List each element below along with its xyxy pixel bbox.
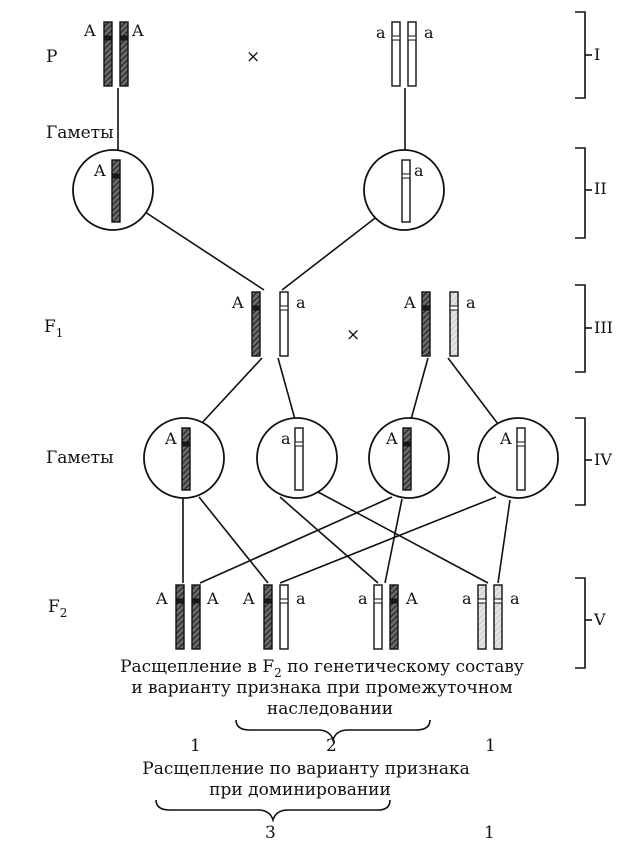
- chromosome-f2-aa3-rec-band: [373, 598, 383, 604]
- chromosome-f2-aa2-rec: [279, 584, 289, 650]
- allele-label-f1-right-dom: A: [403, 293, 416, 312]
- chromosome-f1-right-rec-band: [449, 305, 459, 311]
- stage-brackets: I II III IV V: [575, 11, 613, 669]
- caption-dominance-line2: при доминировании: [209, 780, 391, 800]
- chromosome-gamete-f1-3: [402, 427, 412, 491]
- cross-sign-f1: ×: [346, 325, 360, 345]
- chromosome-f2-aa3-dom-band: [389, 598, 399, 604]
- chromosome-gamete-f1-2: [294, 427, 304, 491]
- chromosome-f2-aa-1: [175, 584, 185, 650]
- chromosome-p-aa-dom-2-band: [119, 35, 129, 41]
- roman-2: II: [594, 179, 607, 198]
- chromosome-gamete-f1-4-band: [516, 441, 526, 447]
- roman-3: III: [594, 318, 613, 337]
- cross-sign-p: ×: [246, 47, 260, 67]
- chromosome-p-rec-2-band: [407, 35, 417, 41]
- label-f2: F2: [48, 597, 67, 620]
- chromosome-gamete-p-rec: [401, 159, 411, 223]
- chromosome-f2-rec-2-band: [493, 598, 503, 604]
- allele-label-p-rec-left: a: [376, 23, 386, 42]
- chromosome-f1-right-dom: [421, 291, 431, 357]
- chromosome-gamete-f1-3-band: [402, 441, 412, 447]
- chromosome-p-rec-2: [407, 21, 417, 87]
- chromosome-f1-left-dom: [251, 291, 261, 357]
- allele-label-f1-right-rec: a: [466, 293, 476, 312]
- allele-label-f2-aa-left: A: [155, 589, 168, 608]
- allele-label-gamete-p-dom: A: [93, 161, 106, 180]
- chromosome-p-rec-1-band: [391, 35, 401, 41]
- chromosome-f2-aa-2: [191, 584, 201, 650]
- ratio-dominance-1: 1: [484, 823, 495, 843]
- chromosome-f2-aa-2-band: [191, 598, 201, 604]
- allele-label-p-rec-right: a: [424, 23, 434, 42]
- chromosome-f2-aa2-rec-band: [279, 598, 289, 604]
- caption-intermediate-line1: Расщепление в F2 по генетическому состав…: [120, 657, 524, 680]
- allele-label-f2-aa-right: A: [206, 589, 219, 608]
- allele-label-gamete-f1-3: A: [385, 429, 398, 448]
- chromosome-f2-rec-2: [493, 584, 503, 650]
- chromosome-f2-aa3-rec: [373, 584, 383, 650]
- allele-label-f2-aa2-right: a: [296, 589, 306, 608]
- chromosome-p-aa-dom-1-band: [103, 35, 113, 41]
- gamete-circles: [72, 149, 559, 499]
- chromosome-gamete-f1-1: [181, 427, 191, 491]
- roman-4: IV: [594, 450, 612, 469]
- chromosome-gamete-f1-1-band: [181, 441, 191, 447]
- allele-label-f1-left-rec: a: [296, 293, 306, 312]
- allele-label-f2-rec-right: a: [510, 589, 520, 608]
- label-f1: F1: [44, 317, 63, 340]
- roman-5: V: [593, 610, 606, 629]
- allele-label-f2-rec-left: a: [462, 589, 472, 608]
- caption-intermediate-line2: и варианту признака при промежуточном: [131, 678, 512, 698]
- chromosome-gamete-p-dom: [111, 159, 121, 223]
- chromosome-f2-aa3-dom: [389, 584, 399, 650]
- chromosome-f2-aa2-dom: [263, 584, 273, 650]
- allele-label-f2-aa2-left: A: [242, 589, 255, 608]
- chromosome-f1-left-rec-band: [279, 305, 289, 311]
- brace-intermediate: [235, 719, 431, 743]
- chromosome-gamete-f1-2-band: [294, 441, 304, 447]
- roman-1: I: [594, 45, 600, 64]
- chromosome-f1-right-dom-band: [421, 305, 431, 311]
- connection-lines: [117, 88, 511, 584]
- allele-label-p-dom-left: A: [83, 21, 96, 40]
- allele-label-gamete-p-rec: a: [414, 161, 424, 180]
- chromosome-p-aa-dom-2: [119, 21, 129, 87]
- chromosome-gamete-p-rec-band: [401, 173, 411, 179]
- ratio-intermediate-2: 2: [326, 736, 337, 756]
- label-p: P: [46, 47, 57, 67]
- chromosome-f2-rec-1-band: [477, 598, 487, 604]
- chromosome-f2-aa2-dom-band: [263, 598, 273, 604]
- allele-label-f1-left-dom: A: [231, 293, 244, 312]
- allele-label-f2-aa3-right: A: [405, 589, 418, 608]
- allele-label-p-dom-right: A: [131, 21, 144, 40]
- chromosome-p-aa-dom-1: [103, 21, 113, 87]
- ratio-intermediate-3: 1: [485, 736, 496, 756]
- chromosome-gamete-f1-4: [516, 427, 526, 491]
- chromosome-f1-right-rec: [449, 291, 459, 357]
- caption-intermediate-line3: наследовании: [267, 699, 393, 719]
- chromosome-f1-left-dom-band: [251, 305, 261, 311]
- chromosome-f2-aa-1-band: [175, 598, 185, 604]
- allele-label-gamete-f1-1: A: [164, 429, 177, 448]
- allele-label-gamete-f1-4: A: [499, 429, 512, 448]
- brace-dominance: [155, 799, 391, 823]
- label-gametes-2: Гаметы: [46, 448, 114, 468]
- chromosome-gamete-p-dom-band: [111, 173, 121, 179]
- label-gametes-1: Гаметы: [46, 123, 114, 143]
- allele-label-gamete-f1-2: a: [281, 429, 291, 448]
- allele-label-f2-aa3-left: a: [358, 589, 368, 608]
- ratio-intermediate-1: 1: [190, 736, 201, 756]
- chromosome-f1-left-rec: [279, 291, 289, 357]
- chromosome-p-rec-1: [391, 21, 401, 87]
- ratio-dominance-3: 3: [265, 823, 276, 843]
- caption-dominance-line1: Расщепление по варианту признака: [142, 759, 469, 779]
- chromosome-f2-rec-1: [477, 584, 487, 650]
